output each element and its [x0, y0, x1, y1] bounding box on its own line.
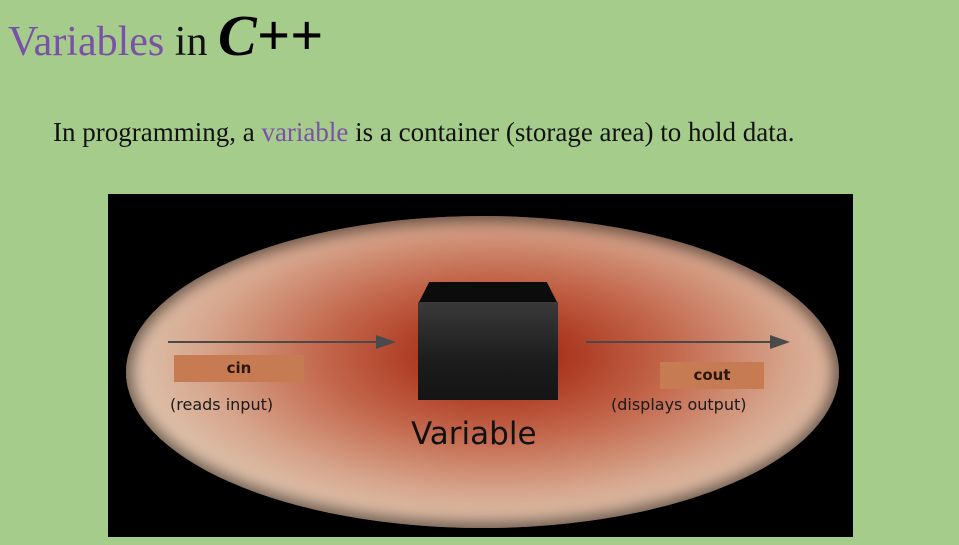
variable-box-icon — [418, 302, 558, 400]
cout-tag: cout — [660, 362, 764, 389]
box-top-icon — [418, 282, 558, 304]
intro-after: is a container (storage area) to hold da… — [348, 117, 795, 147]
intro-before: In programming, a — [53, 117, 262, 147]
output-arrow-line — [586, 341, 776, 343]
input-arrow-line — [168, 341, 386, 343]
title-connector: in — [174, 19, 208, 65]
slide-title: Variables in C++ — [8, 4, 323, 74]
variable-illustration: cin (reads input) cout (displays output)… — [108, 194, 853, 537]
cin-caption: (reads input) — [170, 395, 274, 414]
intro-sentence: In programming, a variable is a containe… — [53, 112, 794, 152]
title-word: Variables — [8, 19, 165, 65]
cout-caption: (displays output) — [611, 395, 747, 414]
cin-tag: cin — [174, 355, 304, 382]
intro-highlight: variable — [261, 117, 349, 147]
input-arrow-head-icon — [376, 335, 396, 349]
variable-label: Variable — [411, 416, 537, 452]
output-arrow-head-icon — [770, 335, 790, 349]
title-language: C++ — [217, 3, 323, 68]
